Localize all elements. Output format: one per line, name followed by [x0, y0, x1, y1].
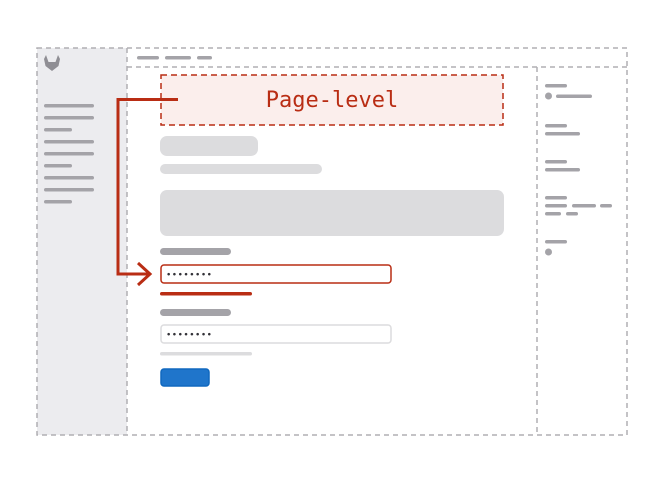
sidebar-item[interactable] — [44, 116, 94, 120]
password-field-error[interactable] — [160, 264, 392, 284]
right-panel — [545, 84, 612, 256]
gitlab-tanuki-icon[interactable] — [44, 55, 60, 71]
password-field[interactable] — [160, 324, 392, 344]
field-help-text — [160, 352, 252, 356]
sidebar-item[interactable] — [44, 140, 94, 144]
page-description — [160, 164, 322, 174]
page-title — [160, 136, 258, 156]
field-label — [160, 248, 231, 255]
sidebar — [37, 48, 127, 435]
password-field-value: •••••••• — [166, 271, 212, 281]
sidebar-item[interactable] — [44, 176, 94, 180]
content-block — [160, 190, 504, 236]
breadcrumb — [137, 56, 212, 60]
arrow-right-icon — [116, 98, 178, 287]
sidebar-item[interactable] — [44, 164, 72, 168]
sidebar-item[interactable] — [44, 128, 72, 132]
page-level-label: Page-level — [266, 88, 398, 113]
sidebar-item[interactable] — [44, 104, 94, 108]
app-frame — [36, 47, 628, 436]
field-label — [160, 309, 231, 316]
page-level-alert — [160, 74, 504, 126]
sidebar-item[interactable] — [44, 188, 94, 192]
sidebar-item[interactable] — [44, 200, 72, 204]
password-field-value: •••••••• — [166, 331, 212, 341]
field-error-message — [160, 292, 252, 296]
sidebar-nav — [44, 104, 94, 204]
sidebar-item[interactable] — [44, 152, 94, 156]
submit-button[interactable] — [160, 368, 210, 387]
